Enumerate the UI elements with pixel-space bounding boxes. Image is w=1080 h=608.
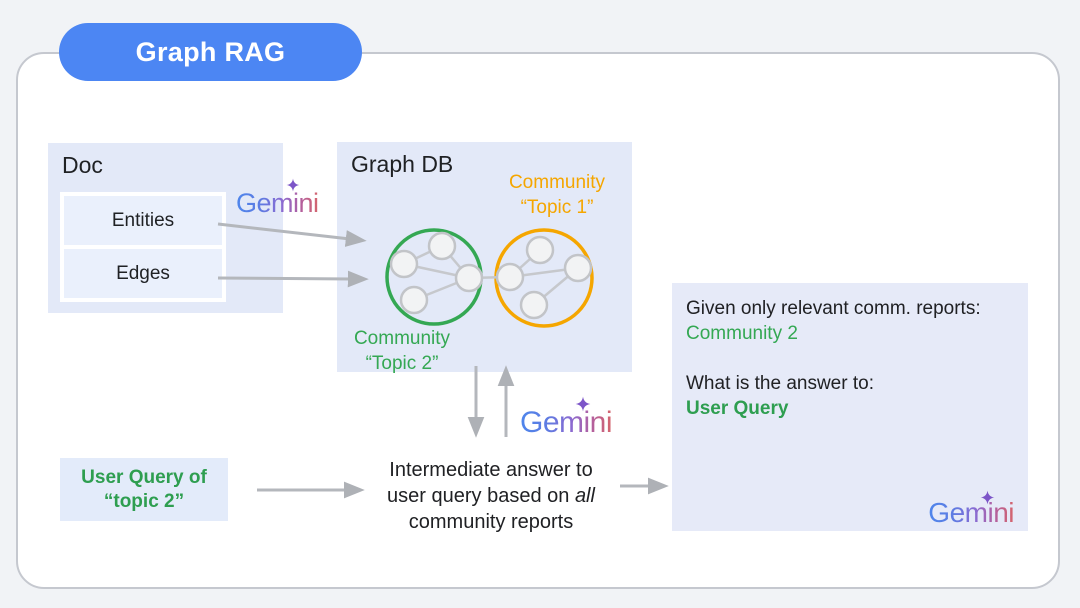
answer-question-line: What is the answer to:	[686, 373, 874, 394]
graph-db-title: Graph DB	[351, 151, 454, 177]
community-topic1-label: Community “Topic 1”	[508, 172, 606, 218]
user-query-line1: User Query of	[81, 466, 207, 488]
graph-nodes	[389, 231, 593, 320]
answer-prompt-line1: Given only relevant comm. reports:	[686, 298, 981, 319]
user-query-line2: “topic 2”	[103, 490, 185, 512]
doc-items: Entities Edges	[60, 192, 226, 302]
gemini-logo-middle: Gemini	[520, 396, 612, 440]
community-graph	[385, 228, 594, 328]
gemini-logo-top: Gemini	[236, 178, 319, 219]
all-emphasis: all	[574, 485, 595, 507]
page-title: Graph RAG	[135, 36, 286, 67]
answer-community: Community 2	[686, 323, 798, 344]
gemini-logo-answer: Gemini	[928, 490, 1014, 525]
intermediate-answer-text: Intermediate answer to user query based …	[387, 459, 595, 533]
entities-label: Entities	[111, 209, 175, 231]
entities-cell: Entities	[64, 196, 222, 245]
edges-cell: Edges	[64, 245, 222, 298]
sparkle-icon	[575, 396, 591, 412]
sparkle-icon	[286, 178, 300, 192]
community-topic2-label: Community “Topic 2”	[353, 328, 451, 374]
answer-user-query: User Query	[686, 398, 789, 419]
sparkle-icon	[980, 490, 995, 505]
edges-label: Edges	[116, 262, 170, 284]
title-pill: Graph RAG	[59, 23, 362, 81]
doc-box-title: Doc	[62, 152, 103, 178]
graph-db-box: Graph DB Community “Topic 1” Community “…	[337, 142, 632, 374]
doc-box: Doc Entities Edges	[48, 143, 283, 313]
answer-box: Given only relevant comm. reports: Commu…	[672, 283, 1028, 531]
user-query-box: User Query of “topic 2”	[60, 458, 228, 521]
